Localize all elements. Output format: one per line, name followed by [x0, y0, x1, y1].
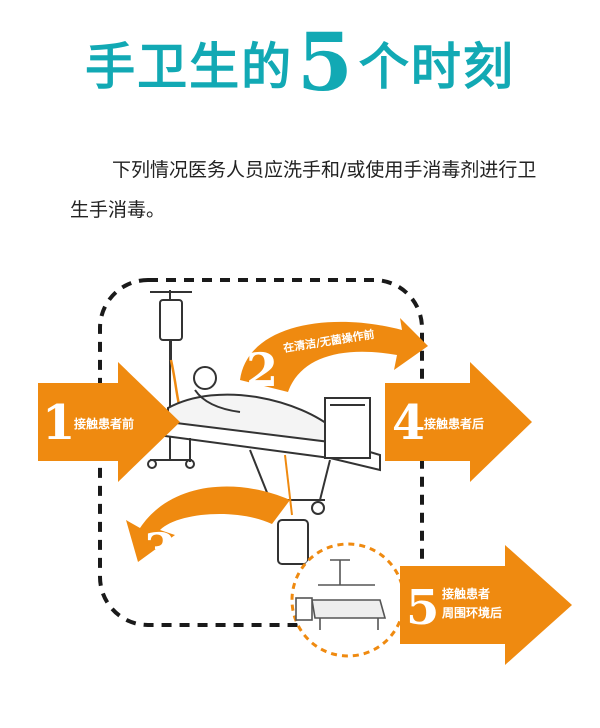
page-title: 手卫生的5个时刻: [0, 22, 600, 107]
moment-4-number: 4: [392, 395, 425, 451]
title-post: 个时刻: [358, 38, 515, 96]
moment-5-arrow: 5 接触患者 周围环境后: [400, 545, 572, 665]
moment-5-number: 5: [406, 580, 439, 636]
moment-1-number: 1: [42, 395, 75, 451]
title-pre: 手卫生的: [85, 38, 294, 96]
moment-3-number: 3: [144, 523, 176, 577]
moment-1-arrow: 1 接触患者前: [38, 362, 180, 482]
patient-environment-illustration: [290, 542, 406, 658]
moment-4-label: 接触患者后: [424, 416, 484, 431]
moment-1-label: 接触患者前: [74, 416, 134, 431]
intro-text: 下列情况医务人员应洗手和/或使用手消毒剂进行卫生手消毒。: [70, 159, 537, 221]
moment-4-arrow: 4 接触患者后: [385, 362, 532, 482]
moment-2-number: 2: [246, 343, 278, 397]
moment-3-arrow: 3 暴露患者 体液风险后: [126, 486, 290, 577]
moment-2-arrow: 2 在清洁/无菌操作前: [240, 318, 428, 397]
moment-5-label-line2: 周围环境后: [442, 605, 502, 620]
moment-5-label-line1: 接触患者: [442, 586, 490, 601]
title-number: 5: [297, 15, 355, 109]
patient-bed-illustration: [164, 366, 381, 565]
